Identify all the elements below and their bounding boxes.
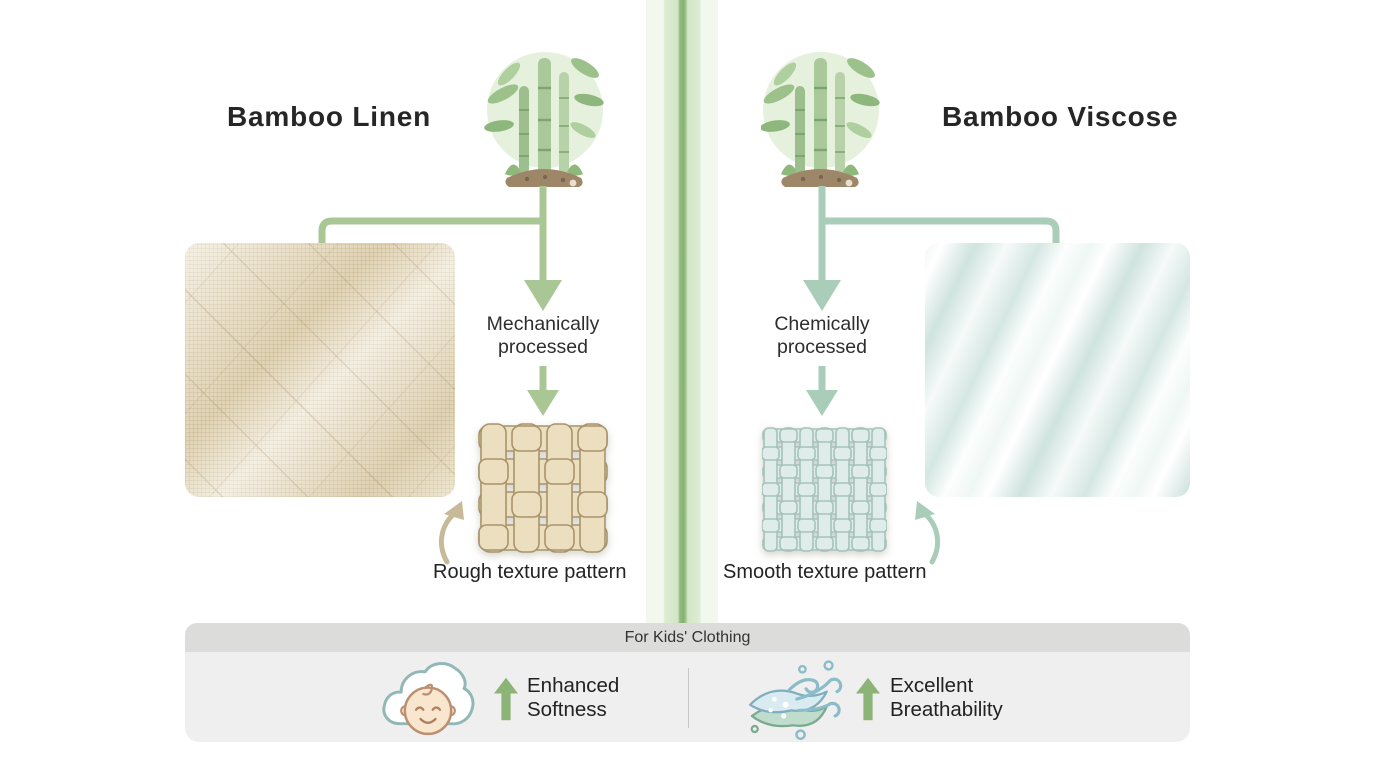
curved-arrow-right-icon xyxy=(915,501,941,565)
center-divider-stripe xyxy=(646,0,718,623)
left-title: Bamboo Linen xyxy=(227,101,432,132)
process-label-left: Mechanically processed xyxy=(486,313,600,358)
process-label-right: Chemically processed xyxy=(774,313,870,358)
right-down-arrowhead-1 xyxy=(803,280,841,311)
smooth-texture-label: Smooth texture pattern xyxy=(723,561,927,583)
bamboo-plant-icon-right xyxy=(761,52,880,187)
footer-panel xyxy=(185,652,1190,742)
bamboo-plant-icon-left xyxy=(484,52,604,187)
left-branch-line xyxy=(318,217,543,243)
smooth-weave-icon xyxy=(762,427,887,552)
rough-texture-label: Rough texture pattern xyxy=(433,561,627,583)
right-title: Bamboo Viscose xyxy=(942,101,1179,132)
baby-cloud-icon xyxy=(382,662,475,736)
left-down-arrowhead-2 xyxy=(527,390,559,416)
right-down-arrowhead-2 xyxy=(806,390,838,416)
footer-title: For Kids' Clothing xyxy=(624,628,751,646)
up-arrow-icon xyxy=(856,677,880,721)
viscose-fabric-swatch xyxy=(925,243,1190,497)
wind-icon xyxy=(748,660,843,740)
rough-weave-icon xyxy=(478,423,608,553)
footer-header: For Kids' Clothing xyxy=(185,623,1190,652)
feature-divider xyxy=(688,668,689,728)
left-down-arrowhead-1 xyxy=(524,280,562,311)
up-arrow-icon xyxy=(494,677,518,721)
curved-arrow-left-icon xyxy=(438,501,464,565)
linen-fabric-swatch xyxy=(185,243,455,497)
feature-label-breathability: Excellent Breathability xyxy=(890,674,1003,722)
right-branch-line xyxy=(822,217,1060,243)
feature-label-softness: Enhanced Softness xyxy=(527,674,620,722)
